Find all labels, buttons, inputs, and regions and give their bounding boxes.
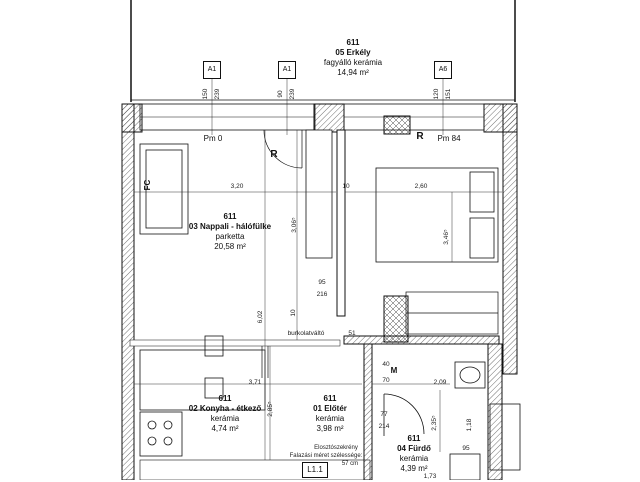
hall-number: 611 xyxy=(323,394,337,403)
dim-216: 216 xyxy=(316,291,328,298)
opening-2-width: 90 xyxy=(277,90,284,98)
dim-95-b: 95 xyxy=(462,445,470,452)
bath-area: 4,39 m² xyxy=(400,464,428,473)
dim-2-60: 2,60 xyxy=(414,183,428,190)
dim-214: 214 xyxy=(378,423,390,430)
bed-furniture xyxy=(375,167,499,263)
dimension-lines xyxy=(134,130,502,460)
living-name: 03 Nappali - hálófülke xyxy=(188,222,272,231)
dim-10-a: 10 xyxy=(342,183,350,190)
kitchen-material: kerámia xyxy=(210,414,240,423)
outer-walls xyxy=(121,103,518,480)
bath-number: 611 xyxy=(407,434,421,443)
dim-70: 70 xyxy=(382,377,390,384)
radiator-right: R xyxy=(416,131,424,142)
bath-name: 04 Fürdő xyxy=(397,444,431,453)
living-material: parketta xyxy=(215,232,245,241)
dim-2-09: 2,09 xyxy=(433,379,447,386)
panel-label-line1: Elosztószekrény xyxy=(314,445,358,451)
living-number: 611 xyxy=(223,212,237,221)
opening-2-height: 239 xyxy=(289,88,296,100)
bathroom-fixtures xyxy=(383,361,521,480)
panel-label-line3: 57 cm xyxy=(341,461,359,467)
axis-marker-a6: A6 xyxy=(434,61,452,79)
threshold-label: burkolatváltó xyxy=(287,330,325,337)
fc-label: FC xyxy=(143,179,152,191)
interior-walls xyxy=(129,129,503,480)
dim-3-46: 3,46⁵ xyxy=(443,229,450,245)
balcony-material: fagyálló kerámia xyxy=(323,58,383,67)
hall-area: 3,98 m² xyxy=(316,424,344,433)
dim-95: 95 xyxy=(318,279,326,286)
opening-3-width: 120 xyxy=(433,88,440,100)
dim-1-18: 1,18 xyxy=(466,418,473,432)
axis-marker-a1-left: A1 xyxy=(203,61,221,79)
dim-1-73: 1,73 xyxy=(423,473,437,480)
axis-lines xyxy=(211,77,444,135)
kitchen-name: 02 Konyha - étkező xyxy=(188,404,262,413)
living-area: 20,58 m² xyxy=(214,242,246,251)
dim-2-85: 2,85⁵ xyxy=(267,401,274,417)
dim-6-02: 6,02 xyxy=(257,310,264,324)
wardrobe-furniture xyxy=(405,291,499,335)
kitchen-area: 4,74 m² xyxy=(211,424,239,433)
panel-tag: L1.1 xyxy=(302,462,328,478)
balcony-outline xyxy=(130,0,516,102)
kitchen-counter xyxy=(139,411,183,457)
dim-77: 77 xyxy=(380,411,388,418)
opening-1-height: 239 xyxy=(214,88,221,100)
balcony-area: 14,94 m² xyxy=(337,68,369,77)
balcony-number: 611 xyxy=(346,38,360,47)
dim-51: 51 xyxy=(348,330,356,337)
meter-label: M xyxy=(390,366,398,375)
balcony-name: 05 Erkély xyxy=(335,48,371,57)
dim-3-06: 3,06⁵ xyxy=(291,217,298,233)
parapet-right: Pm 84 xyxy=(437,134,461,143)
bath-material: kerámia xyxy=(399,454,429,463)
opening-1-width: 150 xyxy=(202,88,209,100)
axis-marker-a1-right: A1 xyxy=(278,61,296,79)
dim-10-b: 10 xyxy=(290,309,297,317)
dim-3-71: 3,71 xyxy=(248,379,262,386)
door-swings xyxy=(261,129,303,378)
panel-label-line2: Falazási méret szélessége: xyxy=(289,453,363,459)
dim-40: 40 xyxy=(382,361,390,368)
dim-2-35: 2,35⁵ xyxy=(431,415,438,431)
kitchen-number: 611 xyxy=(218,394,232,403)
hall-material: kerámia xyxy=(315,414,345,423)
hall-name: 01 Előtér xyxy=(313,404,347,413)
radiator-left: R xyxy=(270,149,278,160)
dim-3-20: 3,20 xyxy=(230,183,244,190)
sofa-furniture xyxy=(139,143,189,235)
opening-3-height: 151 xyxy=(445,88,452,100)
parapet-left: Pm 0 xyxy=(203,134,223,143)
